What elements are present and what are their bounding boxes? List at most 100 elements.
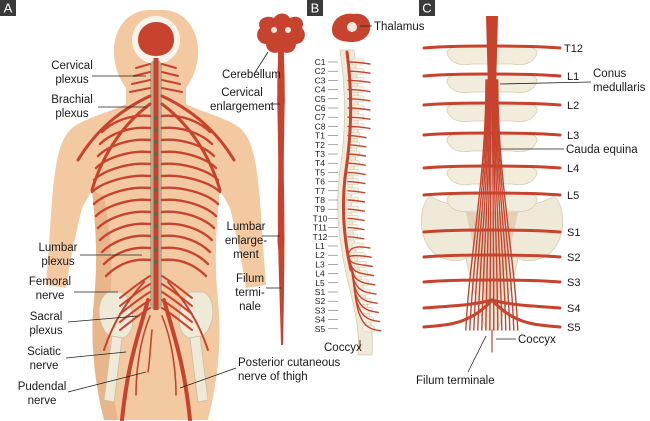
label-brachial-plexus-2: plexus — [55, 108, 88, 120]
segment-label: T3 — [315, 149, 325, 159]
lumbar-nerve — [161, 275, 193, 299]
intercostal-nerve-left — [102, 246, 152, 266]
nerve-root — [347, 180, 366, 185]
level-label: S2 — [567, 252, 580, 264]
spinal-nerve-left — [422, 44, 494, 50]
spinal-nerve-right — [490, 191, 562, 197]
panel-b-letter: B — [311, 1, 320, 16]
ganglion — [154, 176, 158, 180]
label-lumbar-plexus-1: Lumbar — [39, 242, 78, 254]
label-lumbar-plexus-2: plexus — [41, 256, 74, 268]
label-filum-terminale-c: Filum terminale — [416, 375, 495, 387]
segment-label: L4 — [315, 269, 325, 279]
label-cervical-enlargement-1: Cervical — [221, 87, 263, 99]
intercostal-nerve-left — [92, 162, 152, 182]
label-femoral-nerve-1: Femoral — [29, 276, 71, 288]
ganglion — [154, 200, 158, 204]
label-posterior-cutaneous-1: Posterior cutaneous — [238, 357, 341, 369]
nerve-root — [347, 254, 372, 258]
lumbar-vertebra — [446, 132, 538, 153]
cervical-nerve — [131, 79, 151, 85]
panel-b: C1C2C3C4C5C6C7C8T1T2T3T4T5T6T7T8T9T10T11… — [210, 0, 425, 356]
nerve-root — [347, 246, 371, 256]
cervical-nerve — [161, 71, 179, 77]
ganglion — [154, 224, 158, 228]
label-cervical-plexus-2: plexus — [55, 74, 88, 86]
label-conus-medullaris-2: medullaris — [593, 82, 646, 94]
nerve-roots-c — [422, 44, 562, 329]
spinal-nerve-right — [490, 278, 562, 284]
spinal-cord-lateral — [342, 50, 353, 272]
nerve-root — [347, 190, 366, 194]
cervical-nerve — [161, 79, 181, 85]
intercostal-nerve-left — [96, 210, 152, 230]
lumbar-enlargement-shape — [277, 226, 285, 254]
ganglion — [154, 128, 158, 132]
intercostal-nerve-left — [94, 150, 152, 170]
segment-label: L2 — [315, 250, 325, 260]
segment-label: C6 — [315, 103, 326, 113]
ganglion — [154, 116, 158, 120]
label-pudendal-nerve-2: nerve — [28, 395, 57, 407]
segment-label: L5 — [315, 278, 325, 288]
nerve-root — [347, 88, 371, 93]
label-cervical-enlargement-2: enlargement — [210, 101, 275, 113]
spinal-nerve-left — [422, 298, 494, 310]
ganglion — [154, 152, 158, 156]
ganglion — [154, 260, 158, 264]
intercostal-nerve-right — [160, 258, 208, 278]
intercostal-nerve-left — [100, 234, 152, 254]
segment-label: T12 — [313, 232, 328, 242]
spinal-nerve-right — [490, 253, 562, 259]
label-femoral-nerve-2: nerve — [36, 290, 65, 302]
cauda-strand — [497, 79, 519, 331]
segment-label: C3 — [315, 75, 326, 85]
spinal-nerve-right — [490, 72, 562, 78]
segment-label: L1 — [315, 241, 325, 251]
label-sciatic-nerve-1: Sciatic — [27, 346, 61, 358]
brain-core — [138, 22, 174, 56]
segment-label: L3 — [315, 259, 325, 269]
segment-label: T10 — [313, 213, 328, 223]
nerve-root — [352, 272, 382, 332]
spinal-nerve-left — [422, 253, 494, 259]
cervical-nerve — [129, 87, 151, 93]
intercostal-nerve-right — [160, 174, 222, 194]
segment-label: T9 — [315, 204, 325, 214]
spinal-nerve-right — [490, 44, 562, 50]
label-coccyx-b: Coccyx — [324, 342, 362, 354]
label-brachial-plexus-1: Brachial — [51, 94, 93, 106]
brainstem — [278, 46, 284, 62]
label-cervical-plexus-1: Cervical — [51, 60, 93, 72]
level-label: L4 — [567, 163, 579, 175]
intercostal-nerve-right — [160, 162, 220, 182]
level-label: S3 — [567, 277, 580, 289]
intercostal-nerve-right — [160, 198, 218, 218]
nerve-root — [347, 107, 371, 111]
segment-label: C7 — [315, 112, 326, 122]
panel-a-tab — [0, 0, 16, 16]
label-sacral-plexus-2: plexus — [29, 325, 62, 337]
ganglion — [154, 188, 158, 192]
cerebellum-shape — [257, 13, 305, 53]
intercostal-nerve-left — [98, 126, 152, 146]
level-label: L1 — [567, 71, 579, 83]
panel-b-tab — [307, 0, 323, 16]
segment-label: S5 — [315, 324, 326, 334]
cauda-strand — [496, 79, 515, 331]
spinal-nerve-right — [490, 131, 562, 137]
cerebellum-detail-1 — [271, 27, 277, 33]
spinal-nerve-left — [422, 278, 494, 284]
spinal-nerve-right — [490, 164, 562, 170]
segment-label: S4 — [315, 315, 326, 325]
